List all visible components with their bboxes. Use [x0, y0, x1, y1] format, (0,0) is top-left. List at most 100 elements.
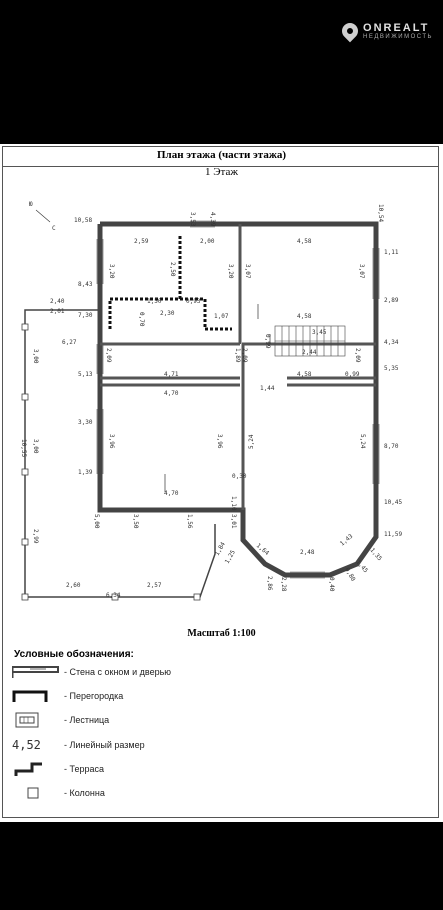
dim: 2,09: [105, 348, 112, 363]
legend-item-dimension: 4,52 - Линейный размер: [12, 735, 145, 755]
column: [21, 468, 29, 476]
floor-label: 1 Этаж: [205, 166, 238, 178]
partition-icon: [12, 690, 48, 702]
wall-window-door-icon: [12, 666, 59, 678]
dim: 1,89: [234, 348, 241, 363]
dim: 4,58: [297, 313, 312, 320]
dim: 3,00: [32, 349, 39, 364]
stairs-icon: [15, 712, 39, 728]
dim: 1,39: [78, 469, 93, 476]
dim: 5,24: [359, 434, 366, 449]
dim: 2,09: [354, 348, 361, 363]
dim: 2,86: [266, 576, 273, 591]
compass-south: С: [52, 225, 56, 232]
dimension-sample: 4,52: [12, 738, 41, 752]
dim: 10,45: [384, 499, 402, 506]
legend-label: - Перегородка: [64, 691, 124, 701]
dim: 10,55: [20, 439, 27, 457]
dim: 2,00: [200, 238, 215, 245]
dim: 3,00: [32, 439, 39, 454]
dim: 4,58: [297, 371, 312, 378]
dim: 0,40: [328, 577, 335, 592]
dim: 3,96: [108, 434, 115, 449]
legend-item-column: - Колонна: [12, 783, 105, 803]
floor-plan-sheet: План этажа (части этажа) 1 Этаж Ю С: [0, 144, 443, 822]
dim: 2,48: [300, 549, 315, 556]
dim: 5,24: [248, 434, 255, 449]
legend-item-partition: - Перегородка: [12, 686, 123, 706]
dim: 3,20: [227, 264, 234, 279]
dim: 4,70: [164, 490, 179, 497]
dim: 1,07: [214, 313, 229, 320]
dim: 1,56: [186, 514, 193, 529]
dim: 2,59: [134, 238, 149, 245]
dim: 1,25: [224, 549, 237, 565]
column: [21, 393, 29, 401]
dim: 0,99: [345, 371, 360, 378]
outer-walls: [97, 221, 379, 578]
legend-label: - Линейный размер: [64, 740, 145, 750]
dim: 2,40: [50, 298, 65, 305]
dim: 0,70: [138, 312, 145, 327]
staircase: [274, 325, 346, 357]
dim: 2,44: [302, 349, 317, 356]
legend-label: - Терраса: [64, 764, 105, 774]
column: [111, 593, 119, 601]
dim: 3,07: [244, 264, 251, 279]
dim: 0,93: [186, 298, 201, 305]
legend-label: - Колонна: [64, 788, 105, 798]
legend-label: - Стена с окном и дверью: [64, 667, 172, 677]
dim: 5,35: [384, 365, 399, 372]
legend-title: Условные обозначения:: [14, 649, 134, 660]
dim: 4,71: [164, 371, 179, 378]
dim: 1,11: [384, 249, 399, 256]
door-marks: [164, 304, 271, 492]
dim: 5,13: [78, 371, 93, 378]
terrace-columns: [21, 323, 201, 601]
dim: 1,10: [230, 496, 237, 511]
dim: 0,80: [343, 567, 356, 583]
column: [21, 538, 29, 546]
dim: 2,57: [147, 582, 162, 589]
dim: 7,30: [78, 312, 93, 319]
dim: 1,35: [368, 547, 383, 563]
column: [193, 593, 201, 601]
dim: 2,01: [50, 308, 65, 315]
brand-logo: ONREALT НЕДВИЖИМОСТЬ: [338, 19, 433, 43]
dim: 8,43: [78, 281, 93, 288]
inner-walls: [100, 224, 376, 510]
dim: 2,30: [160, 310, 175, 317]
legend-item-stairs: - Лестница: [12, 710, 109, 730]
dim: 3,50: [132, 514, 139, 529]
dim: 3,20: [108, 264, 115, 279]
dim: 6,34: [106, 592, 121, 599]
sheet-frame: [2, 146, 439, 818]
title-divider: [2, 166, 439, 167]
dim: 3,01: [230, 514, 237, 529]
windows: [96, 220, 380, 579]
dim: 4,39: [209, 212, 216, 227]
dim: 2,99: [32, 529, 39, 544]
dim: 0,99: [264, 334, 271, 349]
dim: 3,53: [189, 212, 196, 227]
dimension-labels: 10,58 3,53 4,39 10,54 2,59 2,00 4,58 1,1…: [20, 204, 402, 599]
compass-north: Ю: [29, 201, 33, 208]
dim: 10,58: [74, 217, 92, 224]
sheet-title: План этажа (части этажа): [156, 149, 286, 161]
floor-plan-drawing: Ю С: [20, 201, 402, 601]
dim: 1,50: [147, 298, 162, 305]
dim: 6,27: [62, 339, 77, 346]
brand-name: ONREALT: [363, 22, 430, 34]
dim: 3,30: [78, 419, 93, 426]
dim: 4,70: [164, 390, 179, 397]
terrace-icon: [14, 762, 42, 776]
dim: 2,60: [66, 582, 81, 589]
dim: 3,96: [216, 434, 223, 449]
dim: 4,34: [384, 339, 399, 346]
dim: 0,30: [232, 473, 247, 480]
legend-item-wall: - Стена с окном и дверью: [12, 662, 171, 682]
dim: 11,59: [384, 531, 402, 538]
dim: 3,07: [358, 264, 365, 279]
column: [21, 323, 29, 331]
legend-label: - Лестница: [64, 715, 110, 725]
